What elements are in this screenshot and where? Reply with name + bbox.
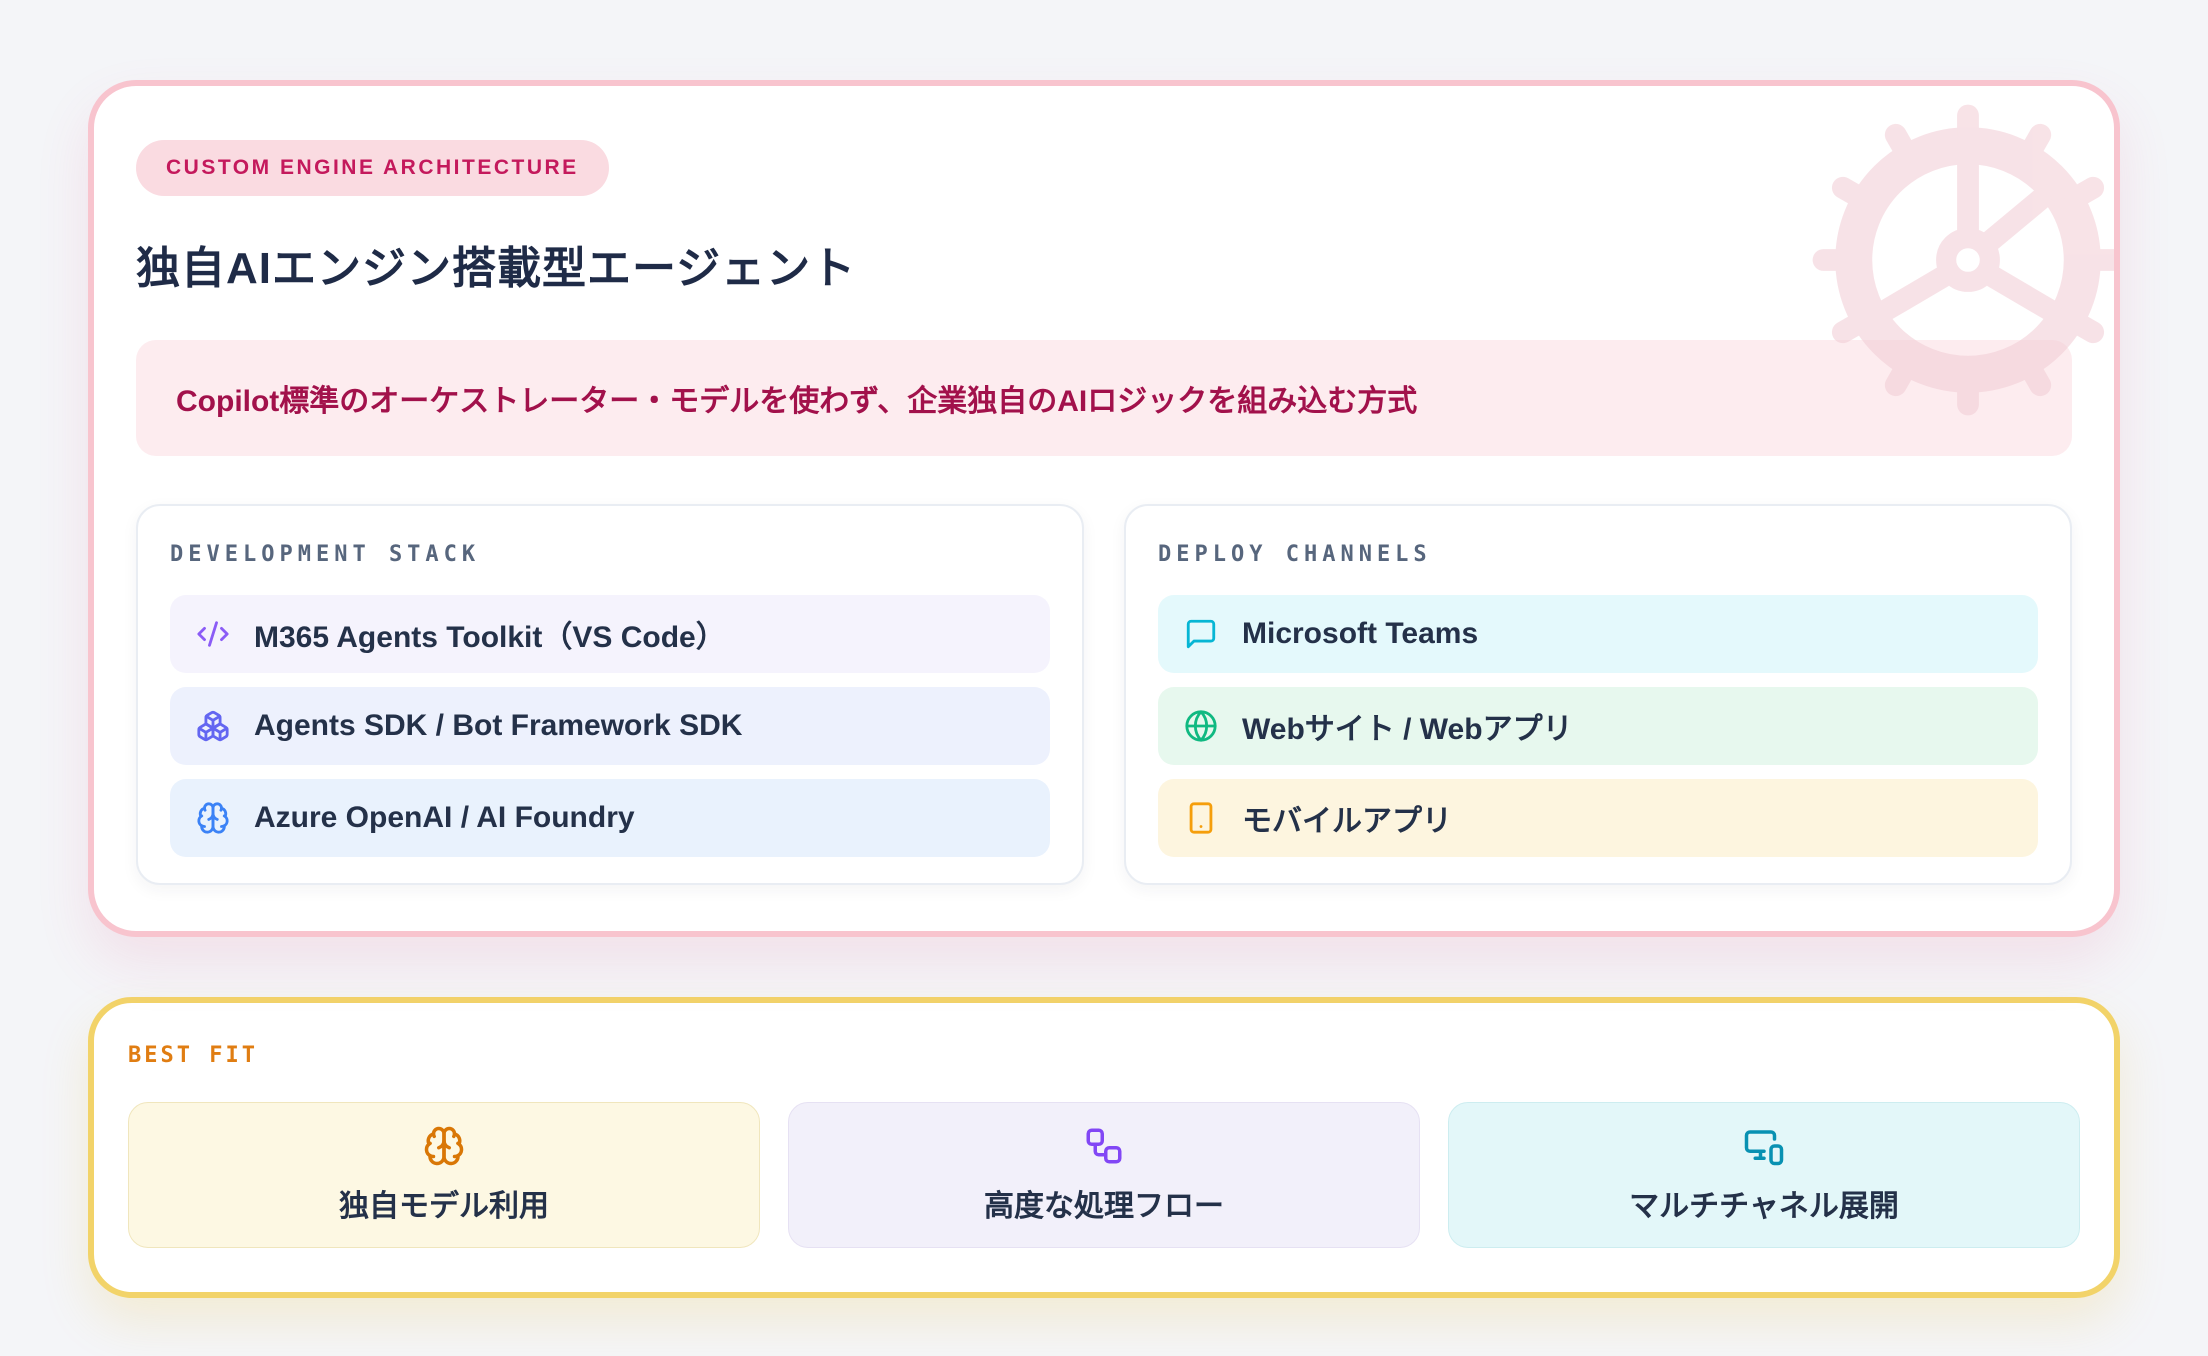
workflow-icon [1083,1125,1125,1167]
list-item-agents-sdk-bot-framework-sdk: Agents SDK / Bot Framework SDK [170,687,1050,765]
list-item-label: Azure OpenAI / AI Foundry [254,801,635,834]
globe-icon [1184,709,1218,743]
panel-label: DEPLOY CHANNELS [1158,542,1432,567]
list-item-label: モバイルアプリ [1242,805,1452,838]
architecture-badge: CUSTOM ENGINE ARCHITECTURE [136,140,609,196]
summary-callout: Copilot標準のオーケストレーター・モデルを使わず、企業独自のAIロジックを… [136,340,2072,456]
panel-items: M365 Agents Toolkit（VS Code） Agents SDK … [170,595,1050,857]
list-item-azure-openai-ai-foundry: Azure OpenAI / AI Foundry [170,779,1050,857]
list-item-label: Microsoft Teams [1242,617,1479,650]
best-fit-row: 独自モデル利用 高度な処理フロー マルチチャネル展開 [128,1102,2080,1248]
custom-engine-architecture-card: CUSTOM ENGINE ARCHITECTURE 独自AIエンジン搭載型エー… [88,80,2120,937]
boxes-icon [196,709,230,743]
stack-and-channels-columns: DEVELOPMENT STACK M365 Agents Toolkit（VS… [136,504,2072,885]
best-fit-item-: マルチチャネル展開 [1448,1102,2080,1248]
list-item-m365-agents-toolkit-vs-code: M365 Agents Toolkit（VS Code） [170,595,1050,673]
panel-label: DEVELOPMENT STACK [170,542,481,567]
summary-callout-text: Copilot標準のオーケストレーター・モデルを使わず、企業独自のAIロジックを… [176,385,1418,418]
best-fit-item-label: 独自モデル利用 [339,1190,549,1223]
code-icon [196,617,230,651]
smartphone-icon [1184,801,1218,835]
list-item-: モバイルアプリ [1158,779,2038,857]
panel-deploy-channels: DEPLOY CHANNELS Microsoft Teams Webサイト /… [1124,504,2072,885]
page-title: 独自AIエンジン搭載型エージェント [136,244,857,293]
best-fit-label: BEST FIT [128,1043,258,1068]
best-fit-card: BEST FIT 独自モデル利用 高度な処理フロー マルチチャネル展開 [88,997,2120,1298]
message-square-icon [1184,617,1218,651]
monitor-smartphone-icon [1743,1125,1785,1167]
list-item-label: Webサイト / Webアプリ [1242,713,1573,746]
list-item-web-web: Webサイト / Webアプリ [1158,687,2038,765]
best-fit-item-label: マルチチャネル展開 [1629,1190,1899,1223]
list-item-microsoft-teams: Microsoft Teams [1158,595,2038,673]
panel-items: Microsoft Teams Webサイト / Webアプリ モバイルアプリ [1158,595,2038,857]
brain-icon [196,801,230,835]
list-item-label: Agents SDK / Bot Framework SDK [254,709,743,742]
panel-development-stack: DEVELOPMENT STACK M365 Agents Toolkit（VS… [136,504,1084,885]
best-fit-item-label: 高度な処理フロー [984,1190,1224,1223]
brain-icon [423,1125,465,1167]
best-fit-item-: 高度な処理フロー [788,1102,1420,1248]
best-fit-item-: 独自モデル利用 [128,1102,760,1248]
list-item-label: M365 Agents Toolkit（VS Code） [254,621,726,654]
